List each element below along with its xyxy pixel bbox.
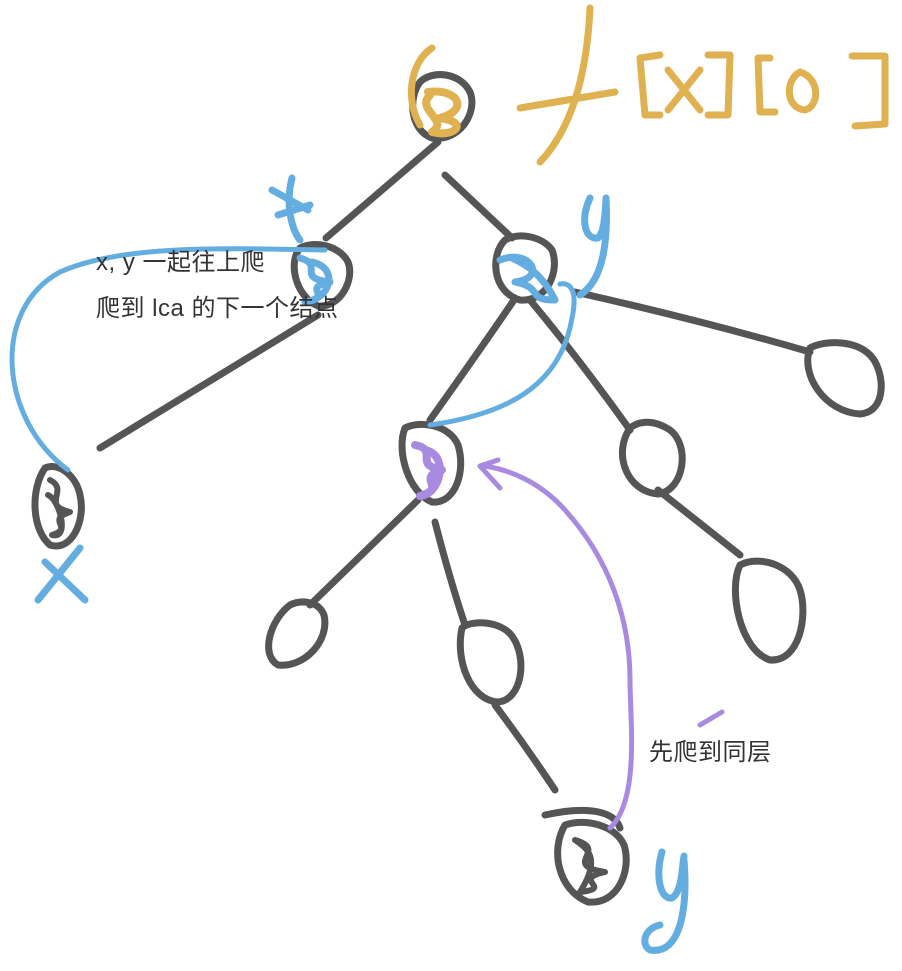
tree-edges <box>96 138 814 794</box>
node-right-blue-scribble <box>492 232 559 304</box>
node-x-dark <box>31 463 85 550</box>
node-purple <box>398 420 465 506</box>
annotation-climb-to-same-level: 先爬到同层 <box>649 739 772 766</box>
x-mark-bottom <box>34 544 89 604</box>
legend-stroke-purple <box>697 709 725 728</box>
arrow-purple-to-right <box>427 281 577 428</box>
node-y-dark <box>541 806 630 906</box>
edge-root-right <box>441 171 516 242</box>
node-bottom-mid <box>456 619 525 706</box>
node-bottom-left <box>265 598 329 669</box>
climb-together-arrows <box>9 246 577 473</box>
node-bottom-right <box>731 557 807 664</box>
arrow-y-to-purple <box>482 463 635 831</box>
node-far-right <box>804 339 885 418</box>
node-mid-right <box>618 418 686 498</box>
climb-level-arrow <box>477 457 725 831</box>
node-root-gold <box>407 44 476 142</box>
edge-right-to-far <box>571 288 814 356</box>
edge-mid-to-deep <box>491 701 559 794</box>
edge-purple-to-left <box>306 496 422 609</box>
annotation-climb-to-child-of-lca: 爬到 lca 的下一个结点 <box>96 295 339 322</box>
edge-mid-to-bottom <box>654 486 744 559</box>
tree-nodes <box>265 339 885 706</box>
node-left-blue-scribble <box>290 241 354 310</box>
arrow-x-to-left <box>9 246 328 473</box>
x-mark-top <box>268 174 314 244</box>
y-mark-bottom <box>641 848 689 954</box>
annotation-climb-together: x, y 一起往上爬 <box>96 249 266 276</box>
root-formula-label <box>516 4 889 166</box>
y-mark-top <box>576 194 610 299</box>
edge-purple-to-mid <box>431 518 469 629</box>
edge-root-left <box>322 138 442 242</box>
edge-right-to-mid <box>526 296 634 434</box>
arrowhead-purple <box>477 457 503 491</box>
edge-left-leaf <box>96 311 322 452</box>
edge-right-to-purple <box>426 296 518 424</box>
